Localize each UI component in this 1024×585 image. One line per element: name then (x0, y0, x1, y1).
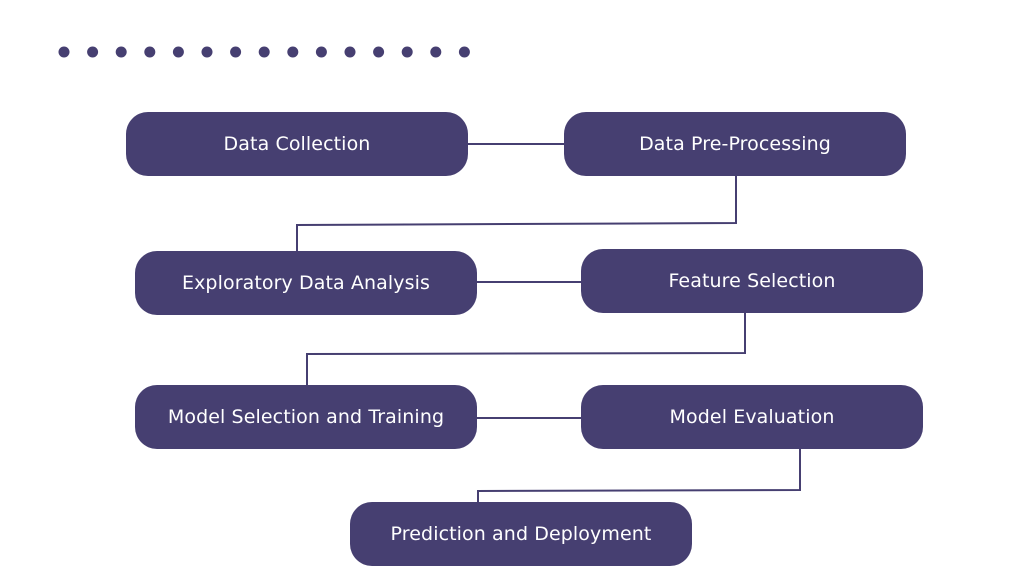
step-model-selection-and-training: Model Selection and Training (135, 385, 477, 449)
decorative-dot (230, 46, 242, 58)
decorative-dot (373, 46, 385, 58)
step-feature-selection: Feature Selection (581, 249, 923, 313)
decorative-dot (258, 46, 270, 58)
decorative-dot (172, 46, 184, 58)
connector-6-7 (477, 449, 801, 502)
step-data-collection: Data Collection (126, 112, 468, 176)
step-label: Model Selection and Training (167, 406, 445, 428)
decorative-dot (58, 46, 70, 58)
step-prediction-and-deployment: Prediction and Deployment (350, 502, 692, 566)
decorative-dot (401, 46, 413, 58)
connector-2-3 (296, 176, 737, 251)
decorative-dot (201, 46, 213, 58)
step-label: Data Pre-Processing (639, 133, 831, 155)
step-label: Prediction and Deployment (390, 523, 652, 545)
step-data-pre-processing: Data Pre-Processing (564, 112, 906, 176)
step-label: Model Evaluation (669, 406, 835, 428)
step-label: Data Collection (223, 133, 371, 155)
connector-4-5 (306, 313, 746, 385)
decorative-dot (315, 46, 327, 58)
decorative-dot (87, 46, 99, 58)
step-model-evaluation: Model Evaluation (581, 385, 923, 449)
decorative-dot (344, 46, 356, 58)
decorative-dot (458, 46, 470, 58)
step-exploratory-data-analysis: Exploratory Data Analysis (135, 251, 477, 315)
decorative-dot (144, 46, 156, 58)
decorative-dot (287, 46, 299, 58)
decorative-dots (58, 46, 470, 58)
decorative-dot (430, 46, 442, 58)
step-label: Feature Selection (668, 270, 836, 292)
decorative-dot (115, 46, 127, 58)
step-label: Exploratory Data Analysis (181, 272, 431, 294)
